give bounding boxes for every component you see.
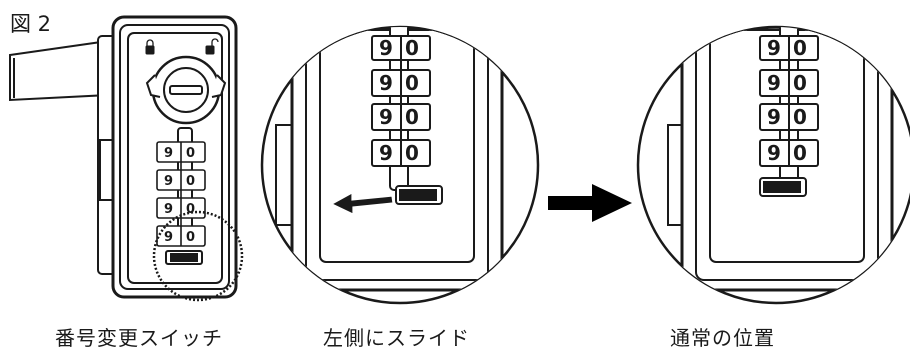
locked-icon xyxy=(145,45,155,55)
svg-text:0: 0 xyxy=(186,174,195,189)
svg-text:9: 9 xyxy=(767,71,781,95)
svg-text:9: 9 xyxy=(379,105,393,129)
svg-text:9: 9 xyxy=(767,141,781,165)
svg-text:0: 0 xyxy=(793,141,807,165)
caption-normal: 通常の位置 xyxy=(670,326,775,350)
svg-text:0: 0 xyxy=(405,36,419,60)
svg-text:9: 9 xyxy=(379,141,393,165)
svg-text:0: 0 xyxy=(793,105,807,129)
svg-text:9: 9 xyxy=(164,146,173,161)
svg-text:0: 0 xyxy=(186,230,195,245)
svg-text:0: 0 xyxy=(186,146,195,161)
svg-text:9: 9 xyxy=(767,105,781,129)
slide-left-arrow xyxy=(330,191,394,215)
svg-text:9: 9 xyxy=(164,174,173,189)
svg-text:0: 0 xyxy=(186,202,195,217)
lever-handle xyxy=(9,40,110,102)
svg-text:9: 9 xyxy=(164,202,173,217)
svg-text:0: 0 xyxy=(405,71,419,95)
svg-text:0: 0 xyxy=(793,36,807,60)
svg-text:0: 0 xyxy=(793,71,807,95)
dial-stack xyxy=(156,141,206,247)
svg-text:9: 9 xyxy=(164,230,173,245)
figure-label: 図 2 xyxy=(10,12,52,36)
svg-text:0: 0 xyxy=(405,141,419,165)
svg-text:9: 9 xyxy=(379,71,393,95)
caption-slide: 左側にスライド xyxy=(323,326,470,350)
unlocked-icon xyxy=(205,45,215,55)
transition-arrow xyxy=(548,184,632,222)
svg-text:9: 9 xyxy=(379,36,393,60)
svg-text:9: 9 xyxy=(767,36,781,60)
svg-text:0: 0 xyxy=(405,105,419,129)
caption-switch: 番号変更スイッチ xyxy=(55,326,223,350)
switch-highlight-circle xyxy=(152,210,244,302)
